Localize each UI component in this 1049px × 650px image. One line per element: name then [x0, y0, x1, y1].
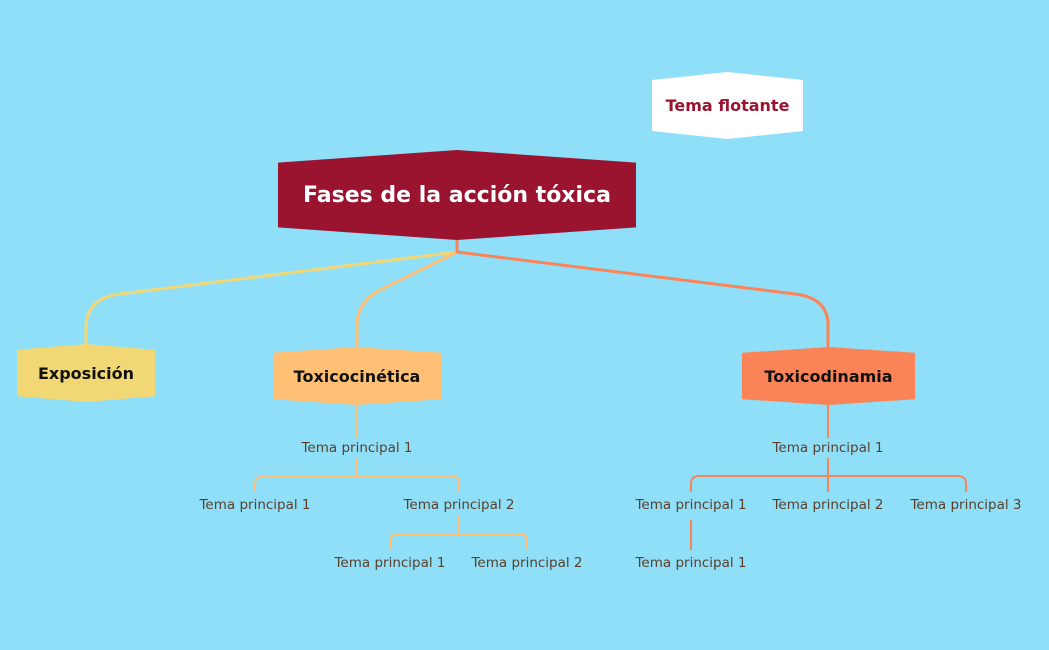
- topic-toxicodinamia[interactable]: Toxicodinamia: [742, 347, 915, 405]
- din-subtopic-1[interactable]: Tema principal 1: [635, 497, 747, 513]
- din-subtopic-1-1[interactable]: Tema principal 1: [635, 555, 747, 571]
- topic-toxicodinamia-label: Toxicodinamia: [764, 366, 893, 386]
- floating-topic-label: Tema flotante: [665, 96, 790, 115]
- cin-subtopic-2-2[interactable]: Tema principal 2: [471, 555, 583, 571]
- din-subtopic[interactable]: Tema principal 1: [772, 440, 884, 456]
- central-topic-label: Fases de la acción tóxica: [303, 182, 611, 208]
- connector-root-toxicodinamia: [456, 250, 830, 349]
- central-topic[interactable]: Fases de la acción tóxica: [278, 150, 636, 240]
- connector-root-exposicion: [84, 250, 458, 346]
- connector-cin-gc-bracket: [389, 533, 528, 549]
- topic-exposicion-label: Exposición: [37, 363, 135, 383]
- floating-topic[interactable]: Tema flotante: [652, 72, 803, 139]
- cin-subtopic-2-1[interactable]: Tema principal 1: [334, 555, 446, 571]
- connector-root-toxicocinetica: [355, 250, 458, 349]
- topic-toxicocinetica-label: Toxicocinética: [293, 366, 421, 386]
- cin-subtopic-2[interactable]: Tema principal 2: [403, 497, 515, 513]
- din-subtopic-2[interactable]: Tema principal 2: [772, 497, 884, 513]
- topic-exposicion[interactable]: Exposición: [17, 344, 155, 402]
- connector-cin-bracket: [254, 475, 460, 492]
- din-subtopic-3[interactable]: Tema principal 3: [910, 497, 1022, 513]
- topic-toxicocinetica[interactable]: Toxicocinética: [273, 347, 441, 405]
- cin-subtopic[interactable]: Tema principal 1: [301, 440, 413, 456]
- cin-subtopic-1[interactable]: Tema principal 1: [199, 497, 311, 513]
